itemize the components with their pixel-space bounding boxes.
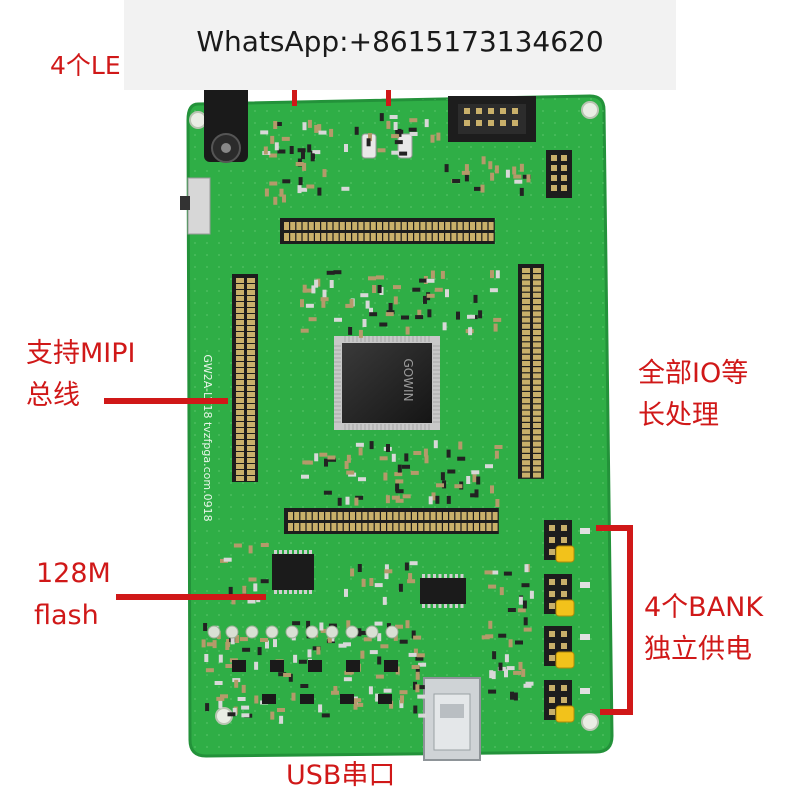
smd-components xyxy=(201,113,534,724)
chip-marking: GOWIN xyxy=(401,358,415,401)
fpga-chip: GOWIN xyxy=(334,336,440,430)
label-usb: USB串口 xyxy=(286,760,396,791)
label-bank-2: 独立供电 xyxy=(644,634,752,665)
bank-bracket xyxy=(596,525,633,715)
header-bottom xyxy=(284,508,499,534)
watermark-banner: WhatsApp:+8615173134620 xyxy=(124,0,676,90)
header-right xyxy=(518,264,544,479)
label-io-2: 长处理 xyxy=(638,400,719,431)
label-mipi-1: 支持MIPI xyxy=(26,338,136,369)
label-flash-1: 128M xyxy=(36,558,111,589)
label-bank-1: 4个BANK xyxy=(644,592,764,623)
usb-connector xyxy=(423,677,481,761)
label-io-1: 全部IO等 xyxy=(638,358,749,389)
label-led: 4个LE xyxy=(50,51,121,80)
dc-power-jack xyxy=(204,82,248,163)
header-top xyxy=(280,218,495,244)
label-mipi-2: 总线 xyxy=(26,380,80,411)
led-pointers xyxy=(292,84,391,106)
label-flash-2: flash xyxy=(34,600,99,631)
board-silkscreen: GW2A-LV18 tvzfpga.com.0918 xyxy=(201,354,214,521)
power-switch xyxy=(180,177,211,235)
bank-power-jumpers xyxy=(544,520,590,723)
header-left xyxy=(232,274,258,482)
usb-uart-chip xyxy=(420,574,466,608)
jtag-header xyxy=(448,96,536,142)
left-pointers xyxy=(104,398,266,600)
flash-chip xyxy=(272,550,314,594)
watermark-text: WhatsApp:+8615173134620 xyxy=(196,25,604,58)
mode-header xyxy=(546,150,572,198)
